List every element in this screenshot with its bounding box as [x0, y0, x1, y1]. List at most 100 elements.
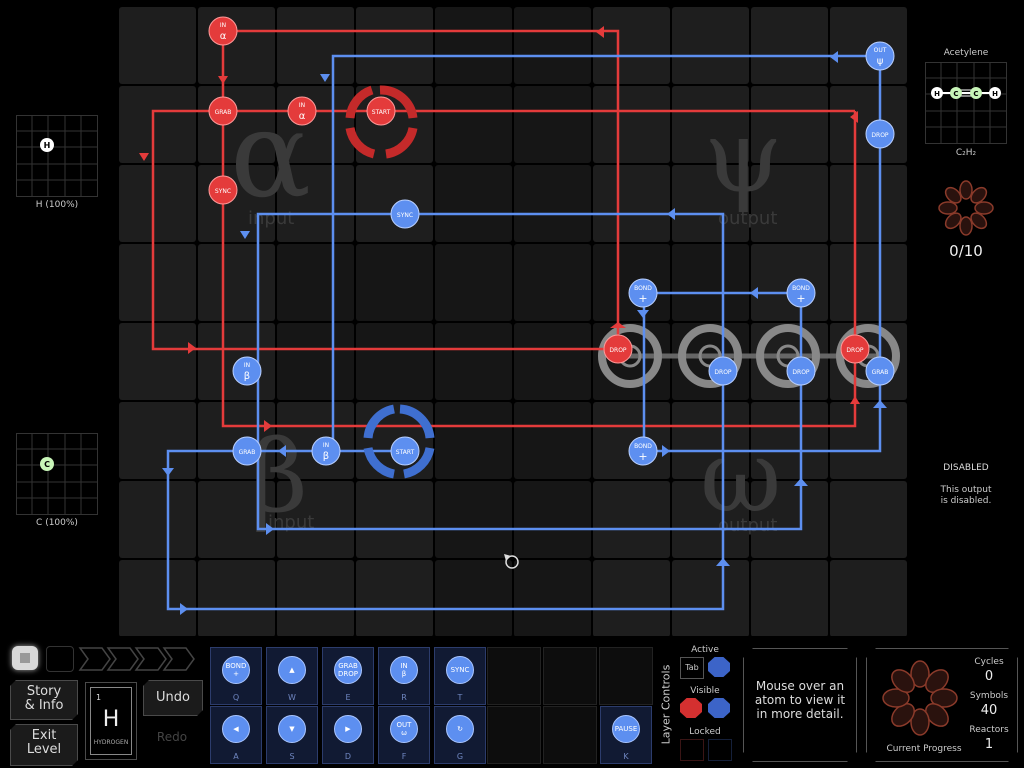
grid-cell[interactable] — [593, 481, 670, 558]
layer-visible-blue[interactable] — [708, 698, 730, 718]
red-instr-drop-1[interactable]: DROP — [603, 334, 633, 364]
grid-cell[interactable] — [514, 481, 591, 558]
grid-cell[interactable] — [672, 402, 749, 479]
grid-cell[interactable] — [119, 86, 196, 163]
fast-forward-chevrons[interactable] — [78, 646, 200, 672]
grid-cell[interactable] — [830, 244, 907, 321]
grid-cell[interactable] — [514, 402, 591, 479]
grid-cell[interactable] — [830, 165, 907, 242]
grid-cell[interactable] — [514, 165, 591, 242]
grid-cell[interactable] — [119, 244, 196, 321]
grid-cell[interactable] — [435, 244, 512, 321]
grid-cell[interactable] — [514, 560, 591, 636]
grid-cell[interactable] — [751, 165, 828, 242]
grid-cell[interactable] — [435, 402, 512, 479]
grid-cell[interactable] — [672, 560, 749, 636]
blue-instr-bond-plus-1[interactable]: BOND+ — [628, 278, 658, 308]
grid-cell[interactable] — [277, 323, 354, 400]
grid-cell[interactable] — [751, 402, 828, 479]
grid-cell[interactable] — [277, 481, 354, 558]
tool-g[interactable]: ↻G — [434, 706, 486, 764]
grid-cell[interactable] — [435, 323, 512, 400]
grid-cell[interactable] — [593, 244, 670, 321]
grid-cell[interactable] — [356, 481, 433, 558]
grid-cell[interactable] — [277, 165, 354, 242]
grid-cell[interactable] — [435, 165, 512, 242]
grid-cell[interactable] — [119, 323, 196, 400]
tool-q[interactable]: BOND+Q — [210, 647, 262, 705]
grid-cell[interactable] — [119, 7, 196, 84]
grid-cell[interactable] — [514, 7, 591, 84]
grid-cell[interactable] — [356, 165, 433, 242]
grid-cell[interactable] — [514, 323, 591, 400]
grid-cell[interactable] — [830, 481, 907, 558]
grid-cell[interactable] — [593, 560, 670, 636]
grid-cell[interactable] — [672, 481, 749, 558]
stop-button[interactable] — [12, 646, 38, 670]
blue-instr-sync[interactable]: SYNC — [390, 199, 420, 229]
grid-cell[interactable] — [198, 244, 275, 321]
grid-cell[interactable] — [119, 402, 196, 479]
blue-instr-in-beta-1[interactable]: INβ — [232, 356, 262, 386]
reactor-grid[interactable]: α input β input ψ output ω output — [118, 6, 908, 636]
tool-d[interactable]: ▶D — [322, 706, 374, 764]
exit-level-button[interactable]: Exit Level — [10, 724, 78, 766]
layer-visible-red[interactable] — [680, 698, 702, 718]
grid-cell[interactable] — [593, 402, 670, 479]
blue-instr-drop-a[interactable]: DROP — [708, 356, 738, 386]
grid-cell[interactable] — [356, 7, 433, 84]
undo-button[interactable]: Undo — [143, 680, 203, 716]
grid-cell[interactable] — [356, 244, 433, 321]
grid-cell[interactable] — [198, 7, 275, 84]
tool-w[interactable]: ▲W — [266, 647, 318, 705]
blue-instr-bond-plus-3[interactable]: BOND+ — [628, 436, 658, 466]
grid-cell[interactable] — [830, 402, 907, 479]
grid-cell[interactable] — [751, 7, 828, 84]
grid-cell[interactable] — [435, 481, 512, 558]
red-instr-in-alpha-1[interactable]: INα — [208, 16, 238, 46]
redo-button[interactable]: Redo — [156, 730, 188, 744]
blue-instr-bond-plus-2[interactable]: BOND+ — [786, 278, 816, 308]
tool-s[interactable]: ▼S — [266, 706, 318, 764]
red-instr-start[interactable]: START — [366, 96, 396, 126]
red-instr-sync[interactable]: SYNC — [208, 175, 238, 205]
grid-cell[interactable] — [119, 560, 196, 636]
grid-cell[interactable] — [277, 560, 354, 636]
grid-cell[interactable] — [830, 86, 907, 163]
layer-tab-key[interactable]: Tab — [680, 657, 704, 679]
grid-cell[interactable] — [119, 481, 196, 558]
blue-instr-drop-top[interactable]: DROP — [865, 119, 895, 149]
grid-cell[interactable] — [277, 7, 354, 84]
layer-locked-blue[interactable] — [708, 739, 732, 761]
grid-cell[interactable] — [514, 86, 591, 163]
layer-locked-red[interactable] — [680, 739, 704, 761]
red-instr-drop-2[interactable]: DROP — [840, 334, 870, 364]
grid-cell[interactable] — [751, 560, 828, 636]
grid-cell[interactable] — [751, 86, 828, 163]
grid-cell[interactable] — [356, 560, 433, 636]
grid-cell[interactable] — [672, 165, 749, 242]
grid-cell[interactable] — [751, 481, 828, 558]
grid-cell[interactable] — [830, 560, 907, 636]
grid-cell[interactable] — [593, 86, 670, 163]
element-card[interactable]: 1 H HYDROGEN — [85, 682, 137, 760]
grid-cell[interactable] — [830, 7, 907, 84]
blue-instr-grab-left[interactable]: GRAB — [232, 436, 262, 466]
grid-cell[interactable] — [435, 560, 512, 636]
grid-cell[interactable] — [119, 165, 196, 242]
grid-cell[interactable] — [593, 7, 670, 84]
layer-active-blue[interactable] — [708, 657, 730, 677]
grid-cell[interactable] — [514, 244, 591, 321]
blue-instr-start[interactable]: START — [390, 436, 420, 466]
tool-a[interactable]: ◀A — [210, 706, 262, 764]
grid-cell[interactable] — [198, 560, 275, 636]
blue-instr-grab-right[interactable]: GRAB — [865, 356, 895, 386]
grid-cell[interactable] — [672, 86, 749, 163]
grid-cell[interactable] — [277, 244, 354, 321]
